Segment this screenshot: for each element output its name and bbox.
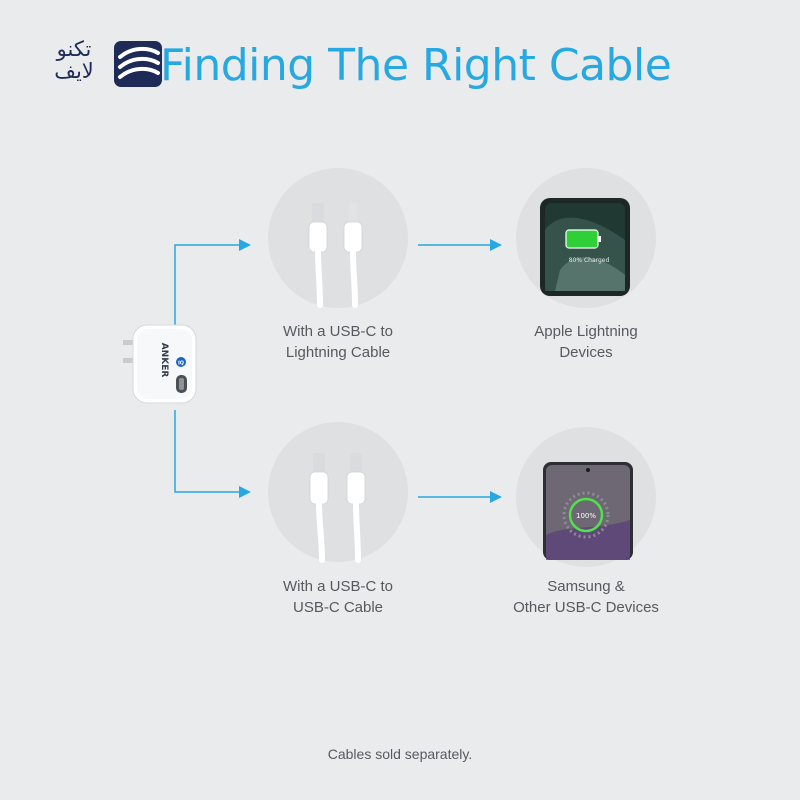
caption-usbc-to-lightning: With a USB-C to Lightning Cable <box>238 321 438 363</box>
caption-line: Other USB-C Devices <box>513 599 659 616</box>
footnote: Cables sold separately. <box>327 746 473 762</box>
caption-samsung-usbc-devices: Samsung & Other USB-C Devices <box>486 576 686 618</box>
iphone-screen-text: 80% Charged <box>569 257 610 264</box>
caption-line: Samsung & <box>547 578 625 595</box>
logo-text-line1: تكنو <box>56 37 92 61</box>
brand-logo-text: تكنو لايف <box>38 38 110 82</box>
caption-line: With a USB-C to <box>282 323 394 340</box>
caption-usbc-to-usbc: With a USB-C to USB-C Cable <box>238 576 438 618</box>
samsung-device-image: 100% <box>516 427 656 567</box>
charger-badge-label: IQ <box>178 361 184 367</box>
caption-line: Devices <box>559 344 613 361</box>
usbc-to-usbc-cable-image <box>268 422 408 563</box>
connector-upper-line <box>174 239 251 325</box>
caption-line: Lightning Cable <box>285 344 391 361</box>
charger-brand-label: ANKER <box>159 343 169 378</box>
caption-line: USB-C Cable <box>292 599 384 616</box>
logo-text-line2: لايف <box>54 59 94 83</box>
brand-logo-icon <box>114 41 162 87</box>
caption-line: With a USB-C to <box>282 578 394 595</box>
connector-lower-line <box>174 410 251 498</box>
page-title: Finding The Right Cable <box>160 40 672 91</box>
usbc-to-lightning-cable-image <box>268 168 408 308</box>
samsung-screen-text: 100% <box>576 512 596 520</box>
caption-line: Apple Lightning <box>534 323 638 340</box>
caption-apple-lightning-devices: Apple Lightning Devices <box>486 321 686 363</box>
iphone-device-image: 80% Charged <box>516 168 656 308</box>
charger-image: ANKER IQ <box>123 324 197 404</box>
connector-lines <box>174 239 502 503</box>
